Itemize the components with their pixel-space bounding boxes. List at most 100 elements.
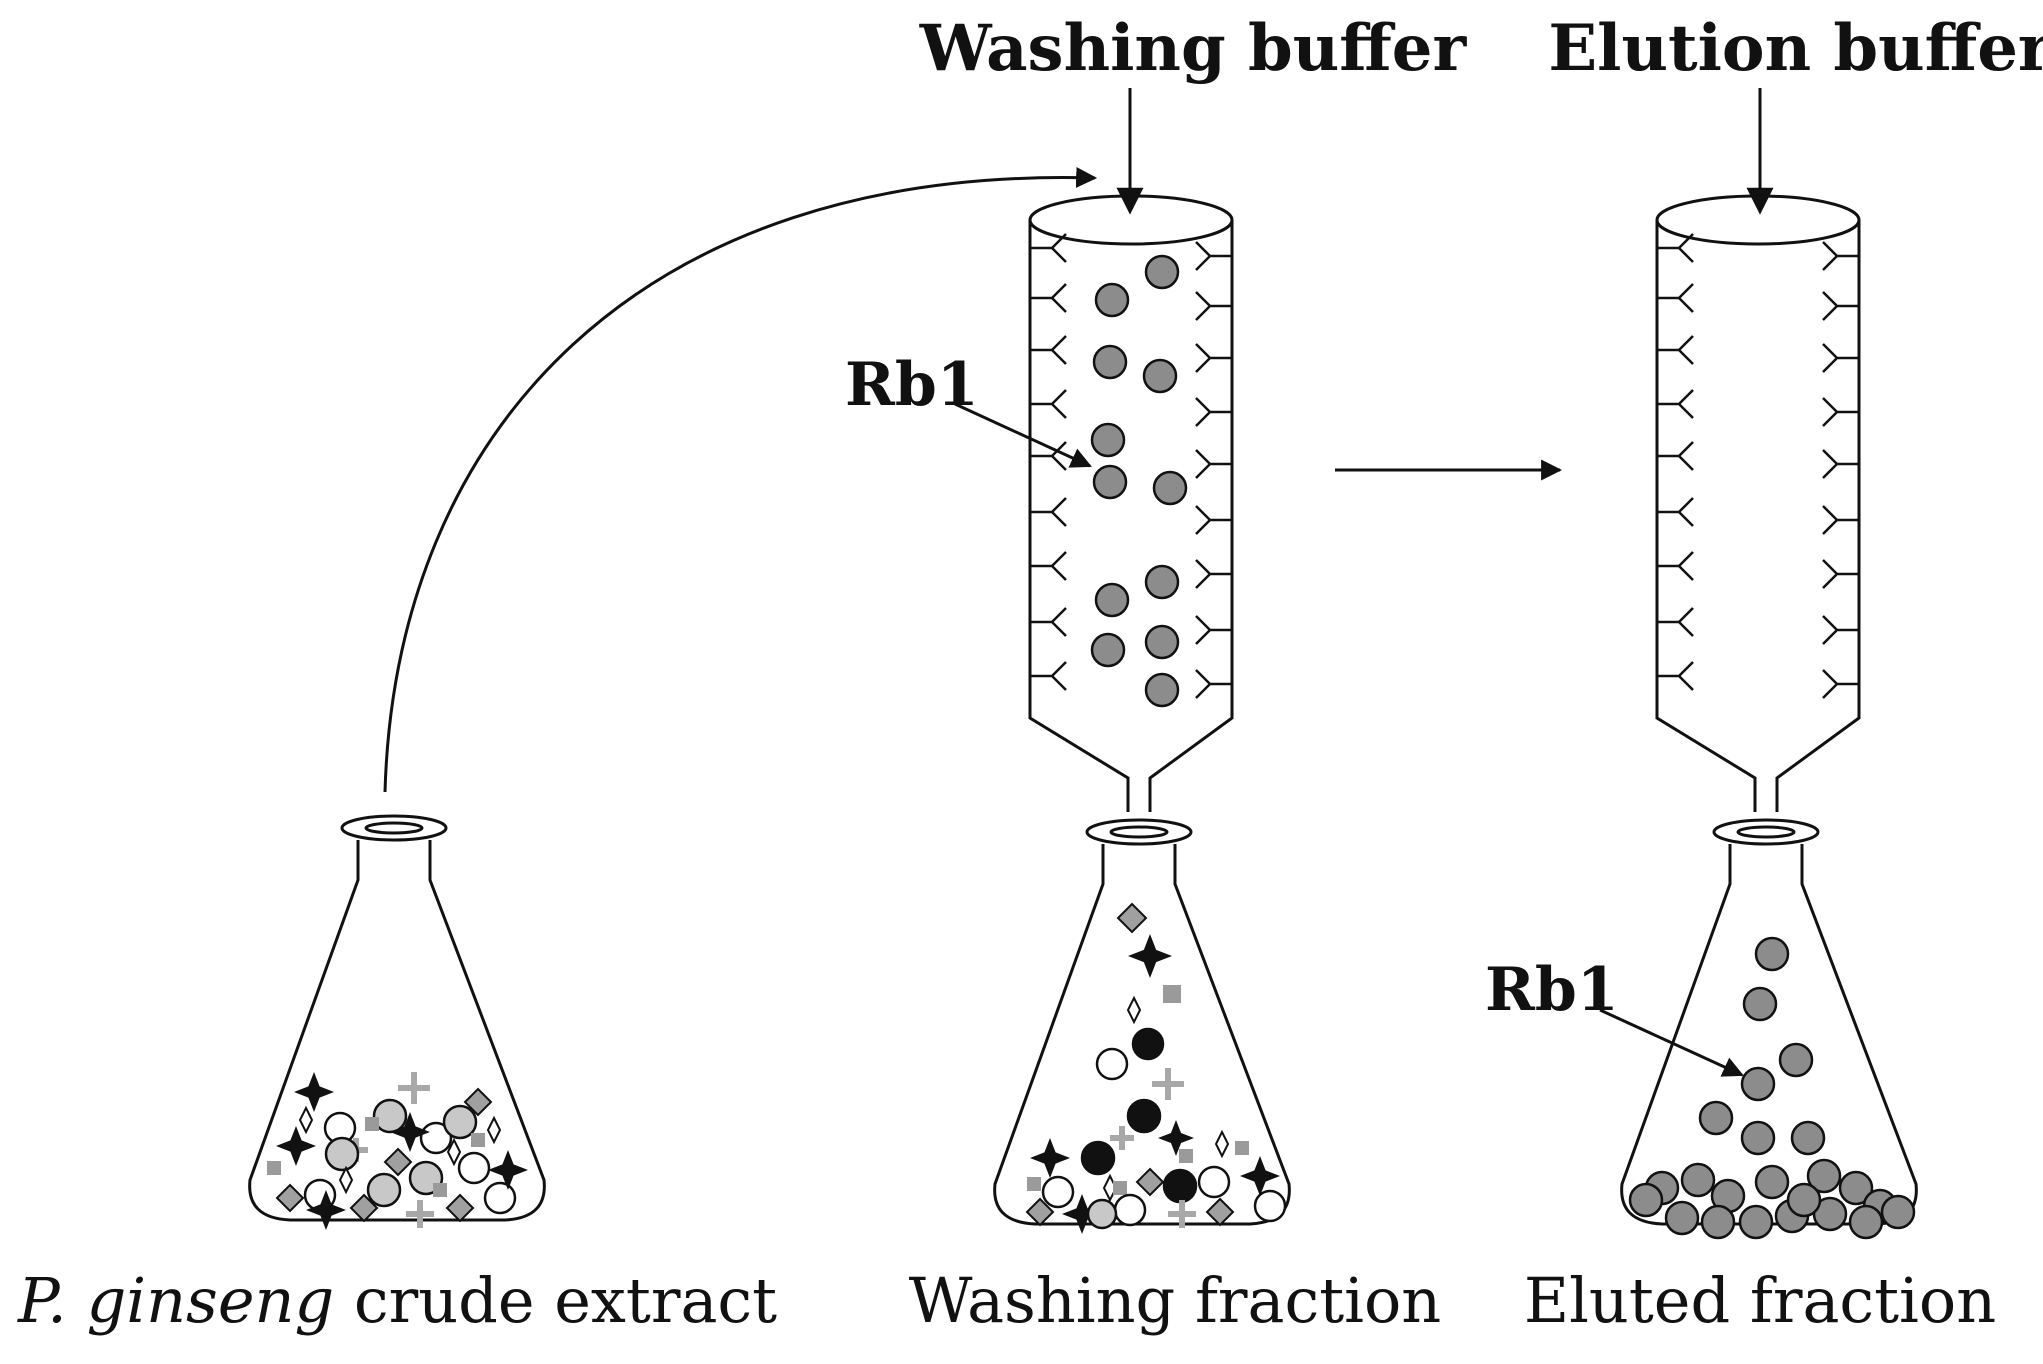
square-impurity-icon — [1163, 985, 1181, 1003]
small-diamond-impurity-icon — [446, 1137, 462, 1167]
antibody-icon — [1030, 283, 1067, 313]
flask-mouth — [1736, 825, 1796, 839]
rb1-molecule-icon — [1754, 1164, 1790, 1200]
square-impurity-icon — [1235, 1141, 1249, 1155]
antibody-icon — [1657, 283, 1694, 313]
plus-impurity-icon — [1110, 1126, 1134, 1150]
washing-fraction-caption: Washing fraction — [909, 1264, 1441, 1337]
washing-buffer-label: Washing buffer — [919, 11, 1468, 86]
antibody-icon — [1195, 241, 1232, 271]
affinity-column-loaded — [1028, 194, 1234, 812]
rb1-molecule-icon — [1786, 1182, 1822, 1218]
load-sample-curved-arrow — [383, 166, 1098, 793]
rb1-molecule-icon — [1742, 986, 1778, 1022]
flask-body — [993, 844, 1291, 1226]
dark-star-impurity-icon — [1240, 1156, 1280, 1196]
plus-impurity-icon — [1152, 1068, 1184, 1100]
square-impurity-icon — [433, 1183, 447, 1197]
square-impurity-icon — [365, 1117, 379, 1131]
antibody-icon — [1657, 441, 1694, 471]
antibody-array — [1657, 233, 1859, 699]
square-impurity-icon — [471, 1133, 485, 1147]
diamond-impurity-icon — [275, 1183, 305, 1213]
rb1-molecule-icon — [1094, 582, 1130, 618]
antibody-icon — [1030, 389, 1067, 419]
antibody-icon — [1030, 233, 1067, 263]
diamond-impurity-icon — [445, 1193, 475, 1223]
antibody-icon — [1657, 335, 1694, 365]
antibody-icon — [1822, 669, 1859, 699]
rb1-molecule-icon — [1880, 1194, 1916, 1230]
caption-crude-extract: crude extract — [334, 1264, 777, 1337]
antibody-icon — [1657, 497, 1694, 527]
antibody-icon — [1822, 615, 1859, 645]
plus-impurity-icon — [1168, 1200, 1196, 1228]
small-diamond-impurity-icon — [486, 1115, 502, 1145]
impurity-contents — [1025, 902, 1287, 1234]
rb1-molecule-icon — [1144, 672, 1180, 708]
eluted-rb1-contents — [1628, 936, 1916, 1240]
eluted-fraction-caption: Eluted fraction — [1524, 1264, 1996, 1337]
elution-buffer-label: Elution buffer — [1548, 11, 2043, 86]
antibody-icon — [1822, 505, 1859, 535]
rb1-molecule-icon — [1806, 1158, 1842, 1194]
light-circle-impurity-icon — [442, 1104, 478, 1140]
dark-star-impurity-icon — [390, 1112, 430, 1152]
white-circle-impurity-icon — [1113, 1193, 1147, 1227]
rb1-molecule-icon — [1848, 1204, 1884, 1240]
light-circle-impurity-icon — [366, 1172, 402, 1208]
affinity-column-eluted — [1655, 194, 1861, 812]
white-circle-impurity-icon — [419, 1121, 453, 1155]
rb1-molecule-icon — [1698, 1100, 1734, 1136]
white-circle-impurity-icon — [1253, 1189, 1287, 1223]
antibody-icon — [1657, 661, 1694, 691]
square-impurity-icon — [1179, 1149, 1193, 1163]
antibody-icon — [1195, 449, 1232, 479]
rb1-flask-pointer — [1599, 1008, 1744, 1077]
small-diamond-impurity-icon — [298, 1105, 314, 1135]
rb1-column-label: Rb1 — [845, 350, 979, 420]
antibody-icon — [1030, 497, 1067, 527]
rb1-molecule-icon — [1152, 470, 1188, 506]
rb1-molecule-icon — [1664, 1200, 1700, 1236]
rb1-molecule-icon — [1142, 358, 1178, 394]
crude-extract-flask — [248, 814, 546, 1230]
washing-fraction-flask — [993, 818, 1291, 1234]
rb1-molecule-icon — [1754, 936, 1790, 972]
rb1-molecule-icon — [1790, 1120, 1826, 1156]
column-top-opening — [1028, 194, 1234, 246]
rb1-molecule-icon — [1144, 564, 1180, 600]
column-body — [1655, 220, 1861, 812]
black-circle-impurity-icon — [1162, 1168, 1198, 1204]
antibody-icon — [1030, 607, 1067, 637]
antibody-icon — [1030, 335, 1067, 365]
column-body — [1028, 220, 1234, 812]
antibody-array — [1030, 233, 1232, 699]
rb1-molecule-icon — [1628, 1182, 1664, 1218]
antibody-icon — [1030, 551, 1067, 581]
square-impurity-icon — [1027, 1177, 1041, 1191]
flask-rim — [1712, 818, 1820, 846]
antibody-icon — [1030, 661, 1067, 691]
small-diamond-impurity-icon — [1126, 995, 1142, 1025]
diamond-impurity-icon — [349, 1193, 379, 1223]
rb1-molecule-icon — [1092, 464, 1128, 500]
crude-mixture-contents — [267, 1072, 528, 1230]
antibody-icon — [1657, 551, 1694, 581]
rb1-flask-label: Rb1 — [1485, 955, 1619, 1025]
square-impurity-icon — [267, 1161, 281, 1175]
light-circle-impurity-icon — [1086, 1198, 1118, 1230]
rb1-molecule-icon — [1144, 254, 1180, 290]
dark-star-impurity-icon — [294, 1072, 334, 1112]
antibody-icon — [1195, 669, 1232, 699]
white-circle-impurity-icon — [483, 1181, 517, 1215]
antibody-icon — [1822, 397, 1859, 427]
flask-rim — [340, 814, 448, 842]
rb1-molecule-icon — [1838, 1170, 1874, 1206]
black-circle-impurity-icon — [1126, 1098, 1162, 1134]
white-circle-impurity-icon — [1197, 1165, 1231, 1199]
rb1-molecule-icon — [1740, 1120, 1776, 1156]
antibody-icon — [1657, 233, 1694, 263]
